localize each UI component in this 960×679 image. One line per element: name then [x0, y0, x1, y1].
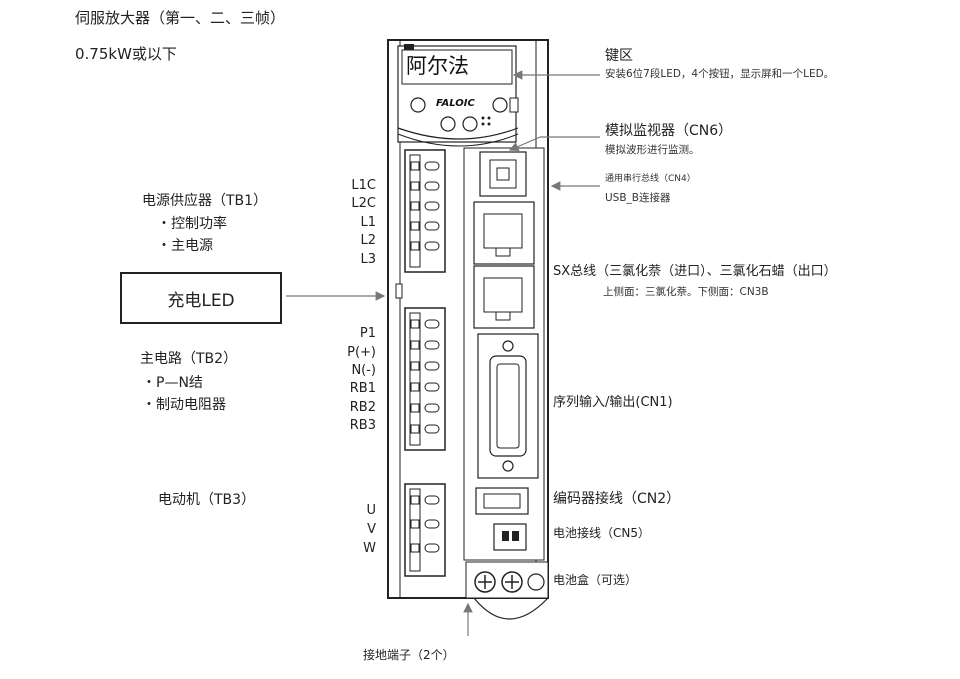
tb3-pins — [410, 495, 440, 553]
ground-terminal-title: 接地端子（2个） — [363, 648, 455, 662]
device-brand: 阿尔法 — [406, 54, 469, 78]
terminal-pin — [410, 221, 420, 231]
tb1-terminal-label: L1C — [351, 178, 376, 193]
tb1-terminal-label: L1 — [360, 215, 376, 230]
terminal-pin — [410, 495, 420, 505]
tb1-terminal-label: L3 — [360, 252, 376, 267]
terminal-pin — [410, 340, 420, 350]
tb2-terminal-label: P(+) — [347, 345, 376, 360]
tb2-terminal-label: P1 — [359, 326, 376, 341]
power-supply-title: 电源供应器（TB1） — [142, 193, 268, 209]
terminal-screw — [424, 403, 440, 413]
tb1-pins — [410, 161, 440, 251]
terminal-pin — [410, 181, 420, 191]
analog-monitor-title: 模拟监视器（CN6） — [605, 123, 733, 139]
terminal-screw — [424, 495, 440, 505]
power-supply-item: ・控制功率 — [157, 216, 227, 232]
sequence-io-title: 序列输入/输出(CN1) — [553, 395, 673, 410]
terminal-screw — [424, 382, 440, 392]
tb2-terminal-label: RB2 — [349, 400, 376, 415]
terminal-pin — [410, 543, 420, 553]
terminal-screw — [424, 361, 440, 371]
encoder-title: 编码器接线（CN2） — [553, 491, 681, 507]
power-supply-item: ・主电源 — [157, 238, 213, 254]
tb1-terminal-label: L2C — [351, 196, 376, 211]
motor-title: 电动机（TB3） — [158, 492, 256, 508]
page-title: 伺服放大器（第一、二、三帧） — [75, 9, 286, 27]
terminal-screw — [424, 161, 440, 171]
battery-case — [473, 597, 549, 620]
sx-bus-desc: 上侧面：三氯化萘。下侧面：CN3B — [603, 286, 769, 298]
terminal-screw — [424, 319, 440, 329]
terminal-pin — [410, 382, 420, 392]
tb3-terminal-label: W — [363, 541, 376, 556]
charge-led-indicator — [395, 283, 403, 299]
button-icon — [440, 116, 456, 132]
main-circuit-title: 主电路（TB2） — [140, 351, 238, 367]
charge-led-label: 充电LED — [120, 272, 282, 324]
tb3-terminal-label: U — [366, 503, 376, 518]
terminal-pin — [410, 201, 420, 211]
terminal-screw — [424, 201, 440, 211]
keypad-title: 键区 — [605, 48, 633, 64]
button-icon — [410, 97, 426, 113]
terminal-screw — [424, 424, 440, 434]
terminal-screw — [424, 519, 440, 529]
tb2-pins — [410, 319, 440, 434]
keypad-desc: 安装6位7段LED，4个按钮，显示屏和一个LED。 — [605, 68, 835, 80]
terminal-screw — [424, 543, 440, 553]
tb3-terminal-label: V — [367, 522, 376, 537]
display-window — [401, 49, 513, 85]
main-circuit-item: ・P—N结 — [142, 375, 203, 391]
tb2-terminal-label: N(-) — [351, 363, 376, 378]
terminal-screw — [424, 181, 440, 191]
terminal-pin — [410, 161, 420, 171]
tb2-terminal-label: RB1 — [349, 381, 376, 396]
tb2-terminal-label: RB3 — [349, 418, 376, 433]
usb-title: 通用串行总线（CN4） — [605, 174, 696, 184]
terminal-pin — [410, 241, 420, 251]
tb1-terminal-label: L2 — [360, 233, 376, 248]
main-circuit-item: ・制动电阻器 — [142, 397, 226, 413]
button-icon — [462, 116, 478, 132]
power-rating: 0.75kW或以下 — [75, 45, 177, 63]
device-logo: FALOIC — [436, 98, 475, 109]
analog-monitor-desc: 模拟波形进行监测。 — [605, 144, 700, 156]
battery-connector-title: 电池接线（CN5） — [553, 526, 650, 540]
terminal-pin — [410, 519, 420, 529]
terminal-pin — [410, 319, 420, 329]
terminal-screw — [424, 340, 440, 350]
terminal-screw — [424, 221, 440, 231]
terminal-pin — [410, 403, 420, 413]
terminal-pin — [410, 424, 420, 434]
battery-box-title: 电池盒（可选） — [553, 573, 638, 587]
terminal-pin — [410, 361, 420, 371]
sx-bus-title: SX总线（三氯化萘（进口）、三氯化石蜡（出口） — [553, 264, 837, 279]
cn5-connector — [493, 523, 527, 551]
terminal-screw — [424, 241, 440, 251]
button-icon — [492, 97, 508, 113]
usb-desc: USB_B连接器 — [605, 192, 671, 204]
